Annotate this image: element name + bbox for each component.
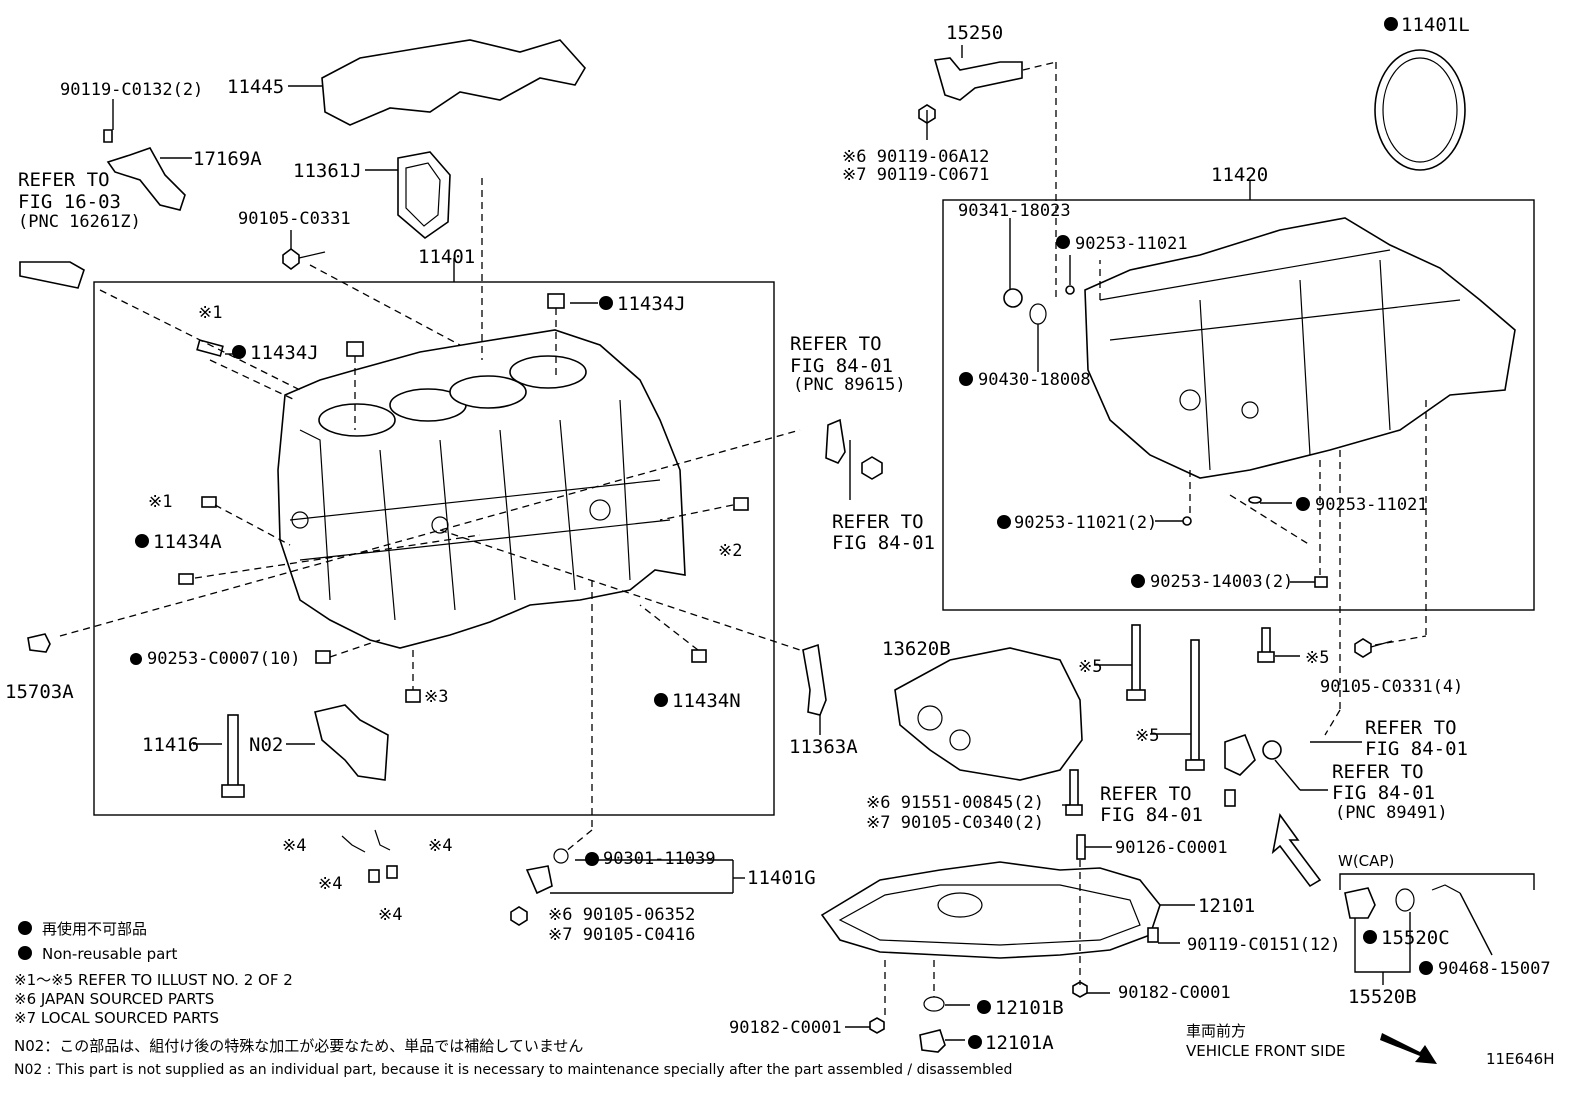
label-x5-c: ※5 (1305, 648, 1329, 668)
label-90253-11021-c: 90253-11021 (1315, 495, 1428, 515)
label-x2: ※2 (718, 541, 742, 561)
legend-non-reusable-en: Non-reusable part (42, 945, 177, 963)
label-x4-b: ※4 (428, 836, 452, 856)
stiffening-crankcase-group-box (942, 199, 1535, 611)
label-refer-8401a2: FIG 84-01 (790, 355, 893, 377)
label-90119-c0151: 90119-C0151(12) (1187, 935, 1341, 955)
label-refer-1603: REFER TO (18, 169, 110, 191)
label-90468-15007: 90468-15007 (1438, 959, 1551, 979)
label-11361j: 11361J (293, 160, 362, 182)
label-15250: 15250 (946, 22, 1003, 44)
label-x3: ※3 (424, 687, 448, 707)
label-front-jp: 車両前方 (1186, 1022, 1246, 1040)
label-90119-c0132: 90119-C0132(2) (60, 80, 203, 100)
label-12101: 12101 (1198, 895, 1255, 917)
label-13620b: 13620B (882, 638, 951, 660)
legend-n02-en: N02 : This part is not supplied as an in… (14, 1062, 1012, 1078)
label-refer-8401e2: FIG 84-01 (1100, 804, 1203, 826)
vehicle-front-arrow-icon (1380, 1033, 1437, 1064)
arrow-up-icon (1271, 813, 1322, 888)
label-refer-8401a: REFER TO (790, 333, 882, 355)
legend-n02-jp: N02：この部品は、組付け後の特殊な加工が必要なため、単品では補給していません (14, 1037, 583, 1055)
label-90182-c0001-b: 90182-C0001 (1118, 983, 1231, 1003)
label-11420: 11420 (1211, 164, 1268, 186)
label-refer-8401e: REFER TO (1100, 783, 1192, 805)
wcap-bracket (1339, 873, 1535, 890)
label-x4-a: ※4 (282, 836, 306, 856)
label-refer-8401d3: (PNC 89491) (1335, 803, 1448, 823)
label-91551-00845: ※6 91551-00845(2) (866, 793, 1044, 813)
label-90182-c0001-a: 90182-C0001 (729, 1018, 842, 1038)
label-90253-14003: 90253-14003(2) (1150, 572, 1293, 592)
non-reusable-markers (18, 17, 1433, 1049)
label-11434j-a: 11434J (617, 293, 686, 315)
label-refer-8401b2: FIG 84-01 (832, 532, 935, 554)
label-x4-c: ※4 (318, 874, 342, 894)
label-11416: 11416 (142, 734, 199, 756)
label-15520c: 15520C (1381, 927, 1450, 949)
label-11401g: 11401G (747, 867, 816, 889)
label-n02: N02 (249, 734, 283, 756)
label-90253-11021-a: 90253-11021 (1075, 234, 1188, 254)
label-refer-8401d: REFER TO (1332, 761, 1424, 783)
leader-lines (112, 45, 1493, 1041)
label-90341-18023: 90341-18023 (958, 201, 1071, 221)
part-labels: 11445 90119-C0132(2) 17169A REFER TO FIG… (5, 14, 1554, 1068)
label-wcap: W(CAP) (1338, 852, 1394, 870)
label-refer-8401c: REFER TO (1365, 717, 1457, 739)
legend-non-reusable-jp: 再使用不可部品 (42, 920, 147, 938)
label-refer-8401d2: FIG 84-01 (1332, 782, 1435, 804)
label-12101a: 12101A (985, 1032, 1054, 1054)
label-11434a: 11434A (153, 531, 222, 553)
label-11401: 11401 (418, 246, 475, 268)
cylinder-block-drawing (277, 329, 686, 649)
label-90253-c0007: 90253-C0007(10) (147, 649, 301, 669)
label-90105-c0416: ※7 90105-C0416 (548, 925, 695, 945)
diagram-code: 11E646H (1486, 1050, 1554, 1068)
label-x5-a: ※5 (1078, 657, 1102, 677)
legend: 再使用不可部品 Non-reusable part ※1～※5 REFER TO… (14, 920, 1012, 1078)
legend-refer-illust: ※1～※5 REFER TO ILLUST NO. 2 OF 2 (14, 971, 293, 989)
label-11401l: 11401L (1401, 14, 1470, 36)
oil-pan-drawing (820, 861, 1161, 959)
label-refer-8401b: REFER TO (832, 511, 924, 533)
dashed-lines (59, 61, 1427, 1018)
label-90430-18008: 90430-18008 (978, 370, 1091, 390)
legend-local-sourced: ※7 LOCAL SOURCED PARTS (14, 1009, 219, 1027)
label-11445: 11445 (227, 76, 284, 98)
label-x4-d: ※4 (378, 905, 402, 925)
label-90105-c0340: ※7 90105-C0340(2) (866, 813, 1044, 833)
label-front-en: VEHICLE FRONT SIDE (1186, 1042, 1346, 1060)
label-x5-b: ※5 (1135, 726, 1159, 746)
label-refer-8401c2: FIG 84-01 (1365, 738, 1468, 760)
label-11434n: 11434N (672, 690, 741, 712)
cylinder-block-group-box (93, 281, 775, 816)
cover-11445-drawing (321, 39, 586, 126)
label-90119-06a12: ※6 90119-06A12 (842, 147, 989, 167)
label-refer-8401a3: (PNC 89615) (793, 375, 906, 395)
label-15703a: 15703A (5, 681, 74, 703)
label-15520b: 15520B (1348, 986, 1417, 1008)
label-17169a: 17169A (193, 148, 262, 170)
label-x1-b: ※1 (148, 492, 172, 512)
label-90105-c0331: 90105-C0331 (238, 209, 351, 229)
label-11363a: 11363A (789, 736, 858, 758)
label-90105-c0331-4: 90105-C0331(4) (1320, 677, 1463, 697)
label-x1-a: ※1 (198, 303, 222, 323)
legend-japan-sourced: ※6 JAPAN SOURCED PARTS (14, 990, 214, 1008)
label-90105-06352: ※6 90105-06352 (548, 905, 695, 925)
label-90119-c0671: ※7 90119-C0671 (842, 165, 989, 185)
label-90253-11021-b: 90253-11021(2) (1014, 513, 1157, 533)
label-11434j-b: 11434J (250, 342, 319, 364)
label-90126-c0001: 90126-C0001 (1115, 838, 1228, 858)
crankcase-drawing (1084, 217, 1516, 479)
label-refer-1603c: (PNC 16261Z) (18, 212, 141, 232)
label-90301-11039: 90301-11039 (603, 849, 716, 869)
label-12101b: 12101B (995, 997, 1064, 1019)
label-refer-1603b: FIG 16-03 (18, 191, 121, 213)
